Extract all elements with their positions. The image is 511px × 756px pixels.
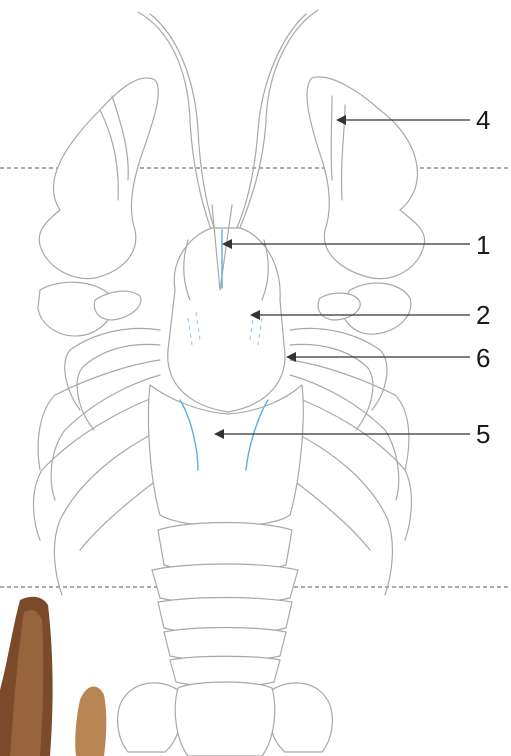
left-walking-legs [34, 328, 171, 595]
callout-label-5: 5 [476, 419, 490, 449]
antennae [138, 10, 318, 234]
cephalothorax [148, 228, 303, 526]
callout-label-4: 4 [476, 105, 490, 135]
right-claw [307, 77, 425, 334]
callout-label-6: 6 [476, 343, 490, 373]
left-claw [38, 78, 158, 336]
callout-label-1: 1 [476, 230, 490, 260]
tail-fan [118, 682, 333, 756]
abdomen [152, 523, 298, 687]
callout-label-2: 2 [476, 300, 490, 330]
specimen-photo [0, 597, 106, 756]
